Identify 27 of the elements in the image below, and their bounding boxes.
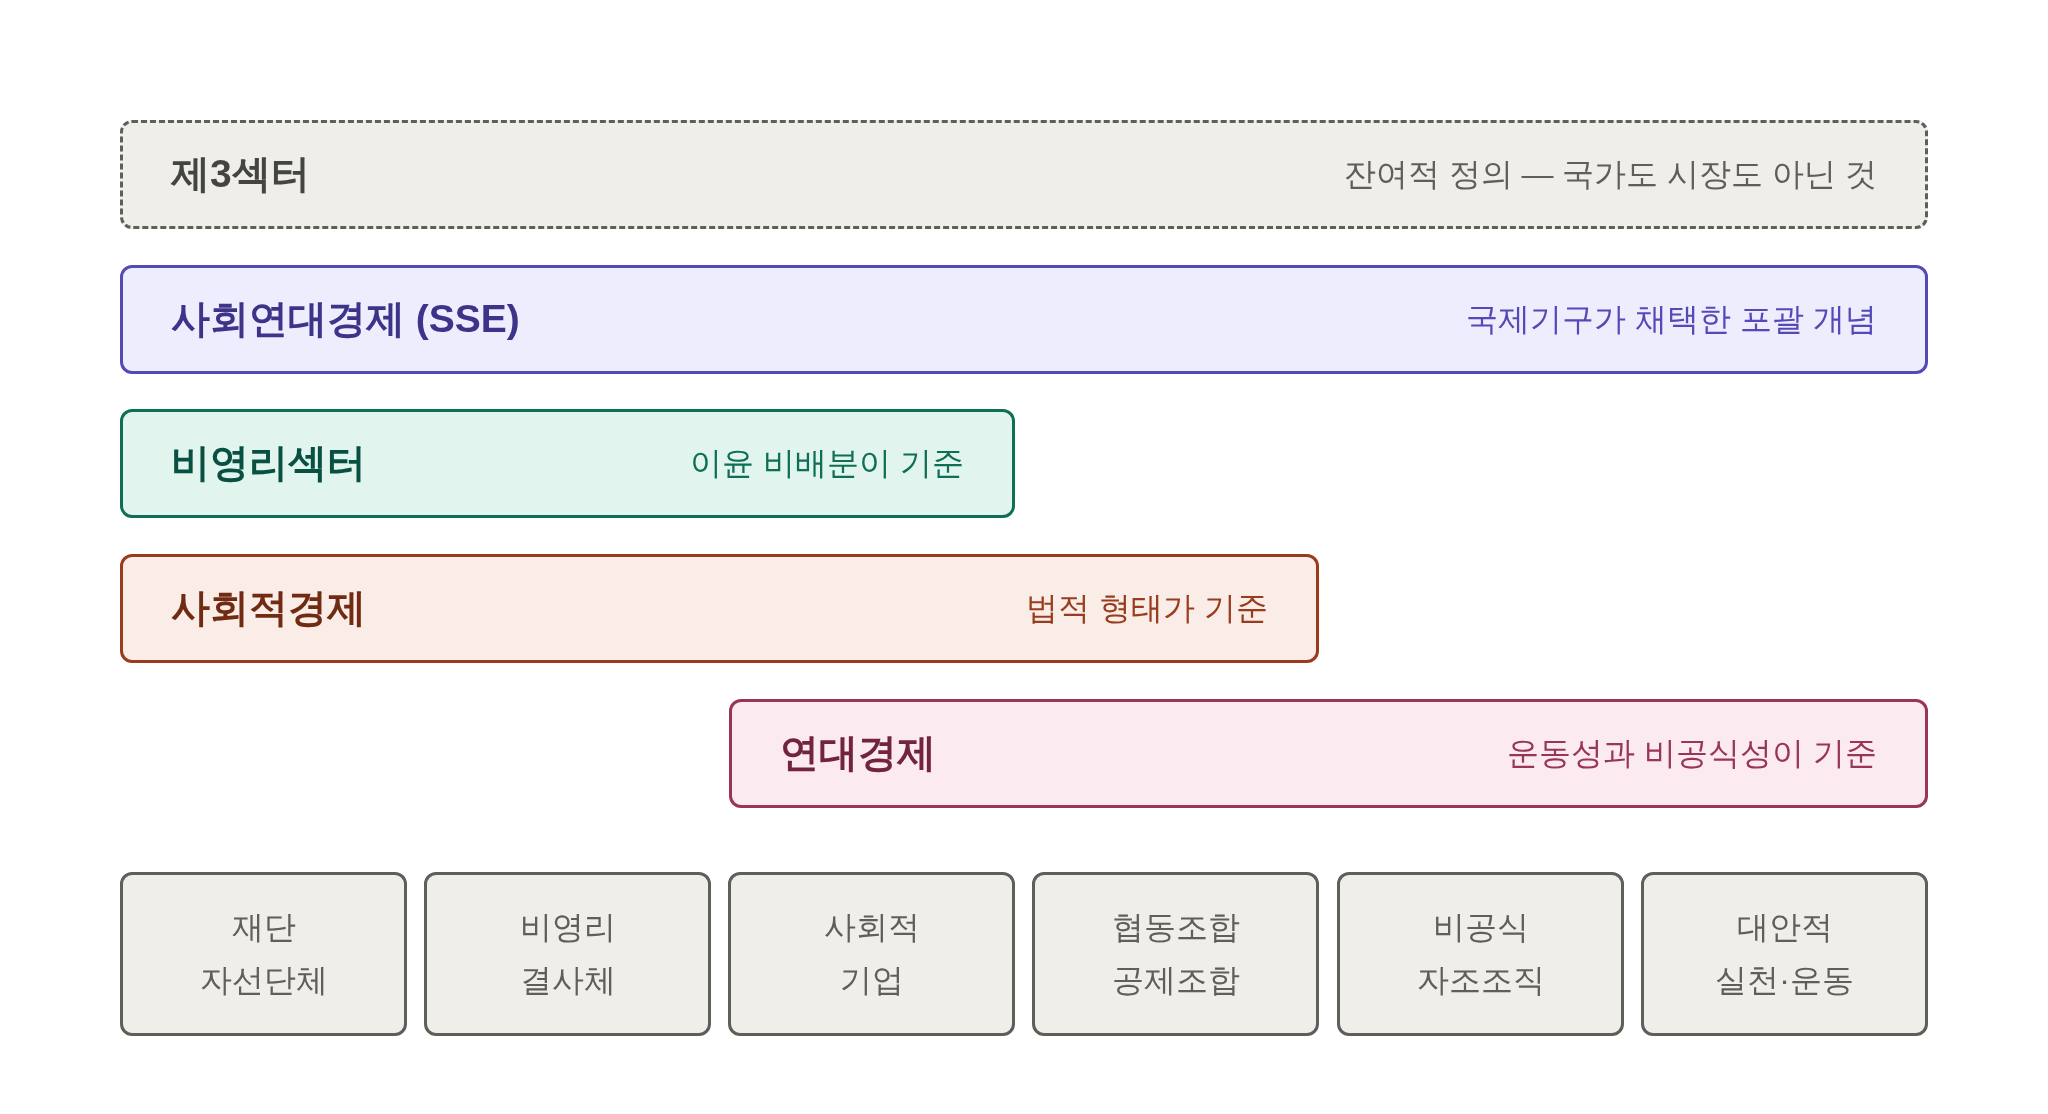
band-description: 이윤 비배분이 기준 xyxy=(690,444,964,483)
band-title: 사회적경제 xyxy=(171,585,366,632)
band-title: 제3섹터 xyxy=(171,151,310,198)
category-label: 사회적 기업 xyxy=(822,908,921,1000)
category-band xyxy=(120,554,1319,663)
band-description: 법적 형태가 기준 xyxy=(1026,589,1268,628)
band-title: 비영리섹터 xyxy=(171,440,366,487)
band-title: 사회연대경제 (SSE) xyxy=(171,296,520,343)
category-label: 재단 자선단체 xyxy=(198,908,329,1000)
category-band xyxy=(120,120,1928,229)
category-box xyxy=(1337,872,1624,1036)
category-box xyxy=(1032,872,1319,1036)
band-description: 잔여적 정의 — 국가도 시장도 아닌 것 xyxy=(1343,155,1877,194)
category-label: 비공식 자조조직 xyxy=(1415,908,1546,1000)
category-box xyxy=(120,872,407,1036)
category-label: 협동조합 공제조합 xyxy=(1110,908,1241,1000)
category-band xyxy=(120,265,1928,374)
category-label: 비영리 결사체 xyxy=(518,908,617,1000)
band-description: 국제기구가 채택한 포괄 개념 xyxy=(1466,300,1877,339)
band-title: 연대경제 xyxy=(780,730,936,777)
category-band xyxy=(729,699,1928,808)
category-box xyxy=(728,872,1015,1036)
category-band xyxy=(120,409,1015,518)
category-box xyxy=(1641,872,1928,1036)
band-description: 운동성과 비공식성이 기준 xyxy=(1507,734,1877,773)
category-box xyxy=(424,872,711,1036)
category-label: 대안적 실천·운동 xyxy=(1714,908,1855,1000)
